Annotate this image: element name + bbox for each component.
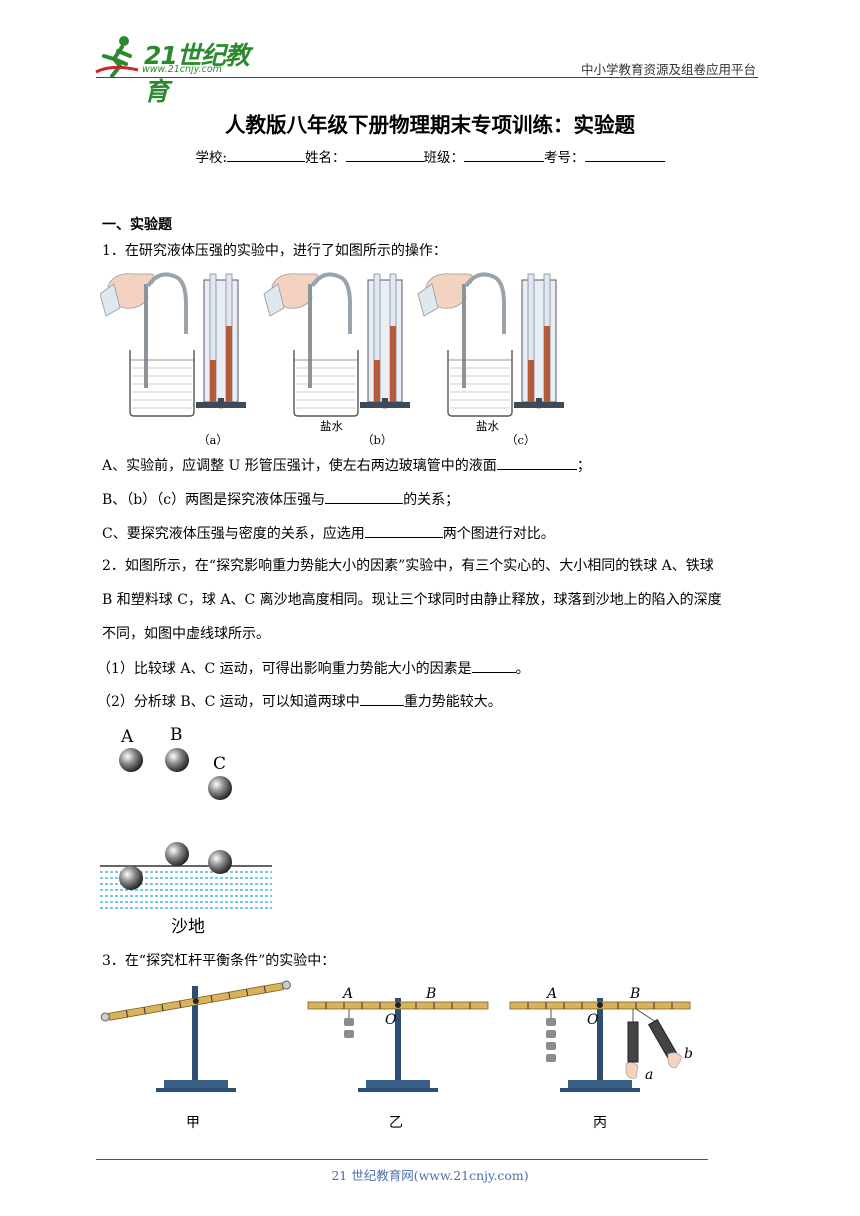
sand-label: 沙地 bbox=[171, 917, 205, 937]
fig-label-yi: 乙 bbox=[389, 1115, 403, 1131]
q2-sub1-blank[interactable] bbox=[471, 658, 516, 673]
point-b-bing: B bbox=[630, 986, 641, 1002]
q2-figure bbox=[100, 748, 272, 909]
ball-label-a: A bbox=[121, 727, 134, 747]
point-a-bing: A bbox=[547, 986, 558, 1002]
lever-yi bbox=[307, 998, 489, 1092]
info-label-school: 学校: bbox=[195, 150, 228, 166]
q1-fig-label-b: （b） bbox=[362, 433, 393, 447]
footer-text[interactable]: 21 世纪教育网(www.21cnjy.com) bbox=[331, 1168, 529, 1183]
exam-no-blank[interactable] bbox=[584, 147, 665, 162]
logo-text: 21世纪教育 bbox=[144, 41, 250, 106]
ball-c bbox=[208, 776, 232, 800]
q2-stem-line2: B 和塑料球 C，球 A、C 离沙地高度相同。现让三个球同时由静止释放，球落到沙… bbox=[102, 592, 722, 608]
q1-b-blank[interactable] bbox=[325, 489, 404, 504]
q2-sub1: （1）比较球 A、C 运动，可得出影响重力势能大小的因素是。 bbox=[97, 658, 530, 679]
student-info-line: 学校: 姓名： 班级： 考号： bbox=[0, 146, 860, 166]
lever-bing bbox=[509, 998, 691, 1092]
ball-b-landed bbox=[165, 842, 189, 866]
q3-stem: 3．在“探究杠杆平衡条件”的实验中： bbox=[102, 953, 336, 969]
ball-a-landed bbox=[119, 866, 143, 890]
q2-stem-line3: 不同，如图中虚线球所示。 bbox=[102, 626, 270, 642]
point-b-scale: b bbox=[684, 1046, 693, 1062]
q1-a-blank[interactable] bbox=[496, 455, 577, 470]
q3-figure bbox=[100, 980, 691, 1092]
q2-sub2-blank[interactable] bbox=[359, 691, 404, 706]
school-blank[interactable] bbox=[227, 147, 306, 162]
fig-label-bing: 丙 bbox=[593, 1115, 607, 1131]
q1-part-b: B、（b）（c）两图是探究液体压强与的关系； bbox=[102, 489, 459, 510]
q1-part-a: A、实验前，应调整 U 形管压强计，使左右两边玻璃管中的液面； bbox=[102, 455, 591, 476]
info-label-exam-no: 考号： bbox=[544, 150, 585, 166]
lever-jia bbox=[100, 980, 291, 1092]
document-title: 人教版八年级下册物理期末专项训练：实验题 bbox=[225, 113, 635, 137]
logo-url: www.21cnjy.com bbox=[142, 64, 222, 75]
point-a-yi: A bbox=[343, 986, 354, 1002]
q1-fig-label-a: （a） bbox=[198, 433, 228, 447]
q1-brine-label-b: 盐水 bbox=[320, 419, 343, 433]
site-name: 中小学教育资源及组卷应用平台 bbox=[580, 62, 756, 77]
name-blank[interactable] bbox=[345, 147, 424, 162]
runner-logo-icon bbox=[95, 36, 139, 78]
q2-sub2: （2）分析球 B、C 运动，可以知道两球中重力势能较大。 bbox=[97, 691, 502, 712]
ball-a bbox=[119, 748, 143, 772]
point-b-yi: B bbox=[426, 986, 437, 1002]
header-divider bbox=[96, 77, 758, 78]
footer-divider bbox=[96, 1159, 708, 1160]
q1-c-blank[interactable] bbox=[364, 523, 443, 538]
ball-c-landed bbox=[208, 850, 232, 874]
info-label-class: 班级： bbox=[423, 150, 465, 166]
ball-label-b: B bbox=[170, 725, 183, 745]
q1-part-c: C、要探究液体压强与密度的关系，应选用两个图进行对比。 bbox=[102, 523, 555, 544]
section-heading: 一、实验题 bbox=[102, 217, 172, 233]
q1-fig-label-c: （c） bbox=[506, 433, 536, 447]
q1-brine-label-c: 盐水 bbox=[476, 419, 499, 433]
ball-label-c: C bbox=[213, 754, 227, 774]
info-label-name: 姓名： bbox=[305, 150, 346, 166]
q2-stem-line1: 2．如图所示，在“探究影响重力势能大小的因素”实验中，有三个实心的、大小相同的铁… bbox=[102, 558, 714, 574]
point-o-bing: O bbox=[587, 1012, 599, 1028]
q1-stem: 1．在研究液体压强的实验中，进行了如图所示的操作： bbox=[102, 243, 447, 259]
point-o-yi: O bbox=[385, 1012, 397, 1028]
site-logo: 21世纪教育 www.21cnjy.com bbox=[92, 34, 262, 106]
ball-b bbox=[165, 748, 189, 772]
point-a-scale: a bbox=[645, 1067, 654, 1083]
class-blank[interactable] bbox=[464, 147, 545, 162]
fig-label-jia: 甲 bbox=[186, 1115, 200, 1131]
